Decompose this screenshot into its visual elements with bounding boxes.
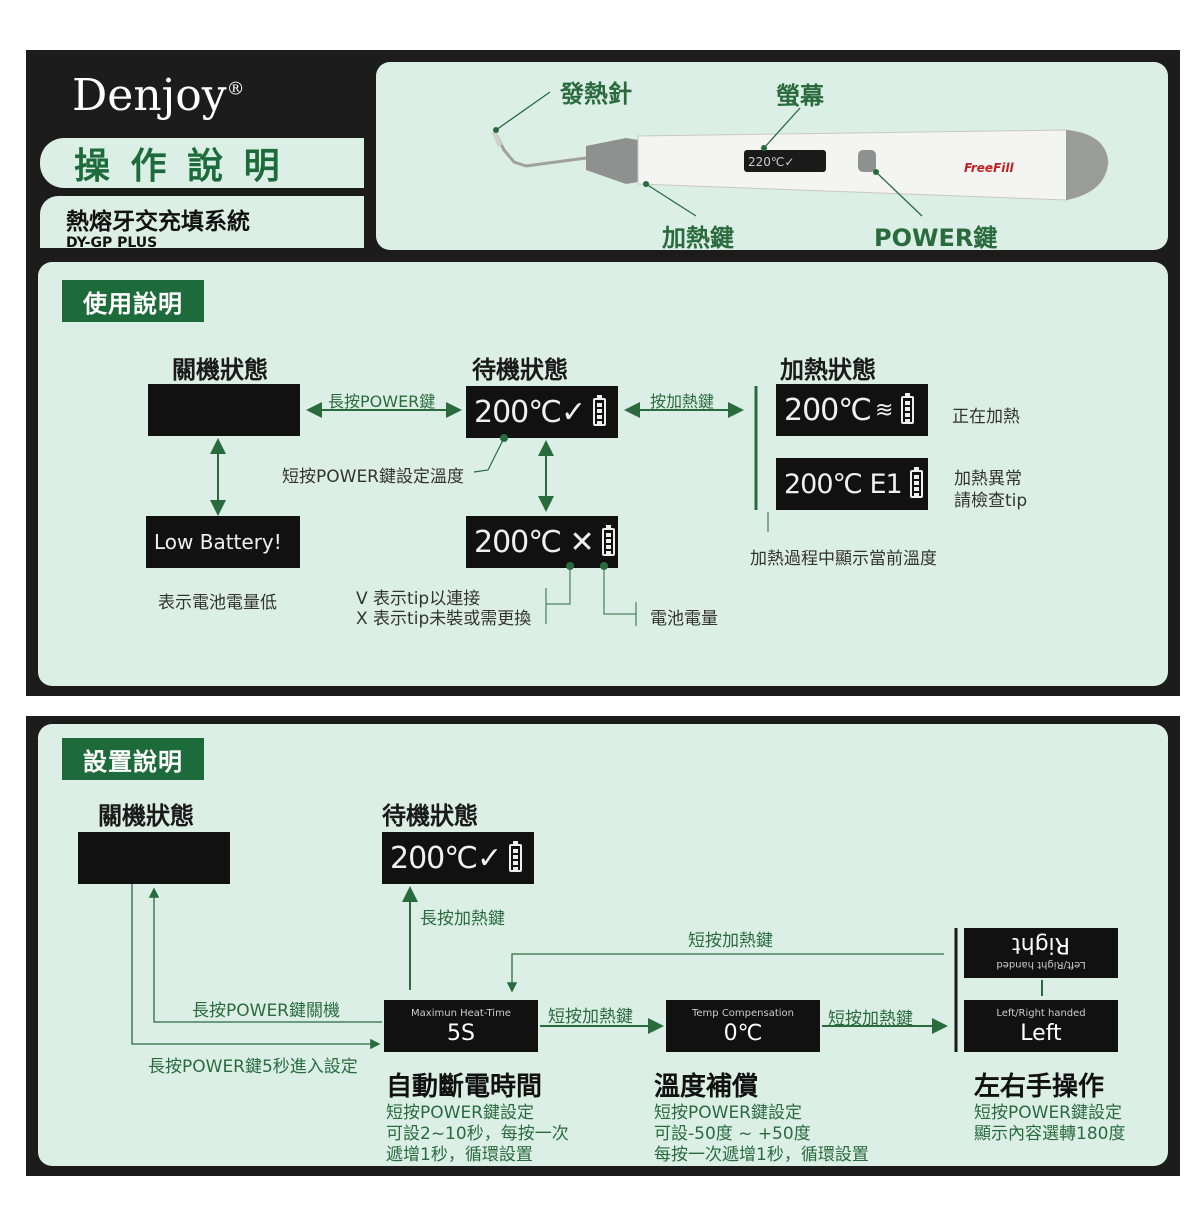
battery-icon xyxy=(601,525,615,556)
usage-state-heating: 加熱狀態 xyxy=(780,356,876,384)
label-screen: 螢幕 xyxy=(776,82,824,110)
long-press-power-label: 長按POWER鍵 xyxy=(328,392,436,411)
lcd-off xyxy=(148,384,300,436)
settings-lcd-off xyxy=(78,832,230,884)
hand-line-1: 短按POWER鍵設定 xyxy=(974,1103,1122,1123)
usage-state-off: 關機狀態 xyxy=(172,356,268,384)
label-heat-key: 加熱鍵 xyxy=(662,224,734,252)
lcd-low-battery: Low Battery! xyxy=(146,516,300,568)
auto-off-line-2: 可設2~10秒，每按一次 xyxy=(386,1124,569,1144)
hand-title: 左右手操作 xyxy=(974,1072,1105,1102)
page-title: 操 作 說 明 xyxy=(74,146,284,187)
usage-panel xyxy=(38,262,1168,686)
short-press-heat-label-2: 短按加熱鍵 xyxy=(828,1009,913,1029)
battery-icon xyxy=(593,395,607,426)
brand-reg: ® xyxy=(226,78,245,100)
screen-temp-compensation: Temp Compensation 0℃ xyxy=(666,1000,820,1052)
hand-desc: 左右手操作 短按POWER鍵設定 顯示內容選轉180度 xyxy=(974,1066,1125,1145)
auto-off-desc: 自動斷電時間 短按POWER鍵設定 可設2~10秒，每按一次 遞增1秒，循環設置 xyxy=(386,1066,569,1166)
screen-max-heat-time: Maximun Heat-Time 5S xyxy=(384,1000,538,1052)
brand-name: Denjoy xyxy=(72,70,227,121)
short-press-set-temp-label: 短按POWER鍵設定溫度 xyxy=(282,467,464,487)
settings-state-off: 關機狀態 xyxy=(98,802,194,830)
device-illustration: 220℃✓ FreeFill xyxy=(491,91,1109,217)
usage-tag: 使用說明 xyxy=(62,280,204,322)
heating-note: 正在加熱 xyxy=(952,407,1020,427)
lcd-standby-text: 200℃✓ xyxy=(474,394,586,430)
lcd-no-tip: 200℃ ✕ xyxy=(466,516,618,568)
settings-lcd-standby-text: 200℃✓ xyxy=(390,840,502,876)
battery-icon xyxy=(901,393,915,424)
model-name: DY-GP PLUS xyxy=(66,235,158,251)
auto-off-line-1: 短按POWER鍵設定 xyxy=(386,1103,534,1123)
auto-off-line-3: 遞增1秒，循環設置 xyxy=(386,1145,533,1165)
settings-lcd-standby: 200℃✓ xyxy=(382,832,534,884)
settings-state-standby: 待機狀態 xyxy=(382,802,478,830)
long-press-heat-label: 長按加熱鍵 xyxy=(420,909,505,929)
auto-off-title: 自動斷電時間 xyxy=(386,1072,543,1102)
temp-comp-line-3: 每按一次遞增1秒，循環設置 xyxy=(654,1145,869,1165)
device-logo: FreeFill xyxy=(964,161,1014,175)
lcd-standby: 200℃✓ xyxy=(466,386,618,438)
temp-comp-desc: 溫度補償 短按POWER鍵設定 可設-50度 ~ +50度 每按一次遞增1秒，循… xyxy=(654,1066,869,1166)
short-press-heat-label-1: 短按加熱鍵 xyxy=(548,1007,633,1027)
temp-comp-line-1: 短按POWER鍵設定 xyxy=(654,1103,802,1123)
error-note-2: 請檢查tip xyxy=(954,491,1028,511)
lcd-error-text: 200℃ E1 xyxy=(784,468,903,500)
screen-temp-compensation-value: 0℃ xyxy=(723,1021,763,1046)
usage-connectors xyxy=(210,386,769,626)
settings-tag: 設置說明 xyxy=(62,738,204,780)
usage-state-standby: 待機狀態 xyxy=(472,356,568,384)
temp-comp-line-2: 可設-50度 ~ +50度 xyxy=(654,1124,811,1144)
short-press-heat-top-label: 短按加熱鍵 xyxy=(688,931,773,951)
screen-max-heat-time-title: Maximun Heat-Time xyxy=(411,1008,511,1019)
screen-left-handed-value: Left xyxy=(1020,1021,1062,1046)
heat-waves-icon: ≋ xyxy=(874,397,894,423)
lcd-heating: 200℃ ≋ xyxy=(776,384,928,436)
long-press-power-off-label: 長按POWER鍵關機 xyxy=(192,1001,340,1021)
battery-level-note: 電池電量 xyxy=(650,609,718,629)
temp-comp-title: 溫度補償 xyxy=(654,1072,759,1102)
screen-temp-compensation-title: Temp Compensation xyxy=(691,1008,794,1019)
lcd-heating-text: 200℃ xyxy=(784,392,872,428)
screen-left-handed: Left/Right handed Left xyxy=(964,1000,1118,1052)
hand-line-2: 顯示內容選轉180度 xyxy=(974,1124,1126,1144)
title-plate: 操 作 說 明 xyxy=(40,138,364,188)
v-note: V 表示tip以連接 xyxy=(356,589,481,609)
screen-left-handed-title: Left/Right handed xyxy=(996,1008,1086,1019)
low-battery-note: 表示電池電量低 xyxy=(158,593,277,613)
subtitle-plate: 熱熔牙交充填系統 DY-GP PLUS xyxy=(40,196,364,251)
device-screen-text: 220℃✓ xyxy=(748,155,794,169)
brand-logo: Denjoy® xyxy=(72,70,245,121)
long-press-power-5s-label: 長按POWER鍵5秒進入設定 xyxy=(148,1057,358,1077)
battery-icon xyxy=(909,467,923,498)
screen-max-heat-time-value: 5S xyxy=(447,1021,475,1046)
label-heating-tip: 發熱針 xyxy=(560,80,632,108)
lcd-no-tip-text: 200℃ ✕ xyxy=(474,524,595,560)
heating-current-temp-note: 加熱過程中顯示當前溫度 xyxy=(750,549,937,569)
label-power-key: POWER鍵 xyxy=(874,224,998,252)
lcd-low-battery-text: Low Battery! xyxy=(154,530,282,554)
x-note: X 表示tip未裝或需更換 xyxy=(356,609,532,629)
battery-icon xyxy=(509,841,523,872)
press-heat-label: 按加熱鍵 xyxy=(650,392,715,411)
subtitle: 熱熔牙交充填系統 xyxy=(66,209,250,235)
lcd-error: 200℃ E1 xyxy=(776,458,928,510)
error-note-1: 加熱異常 xyxy=(954,469,1022,489)
